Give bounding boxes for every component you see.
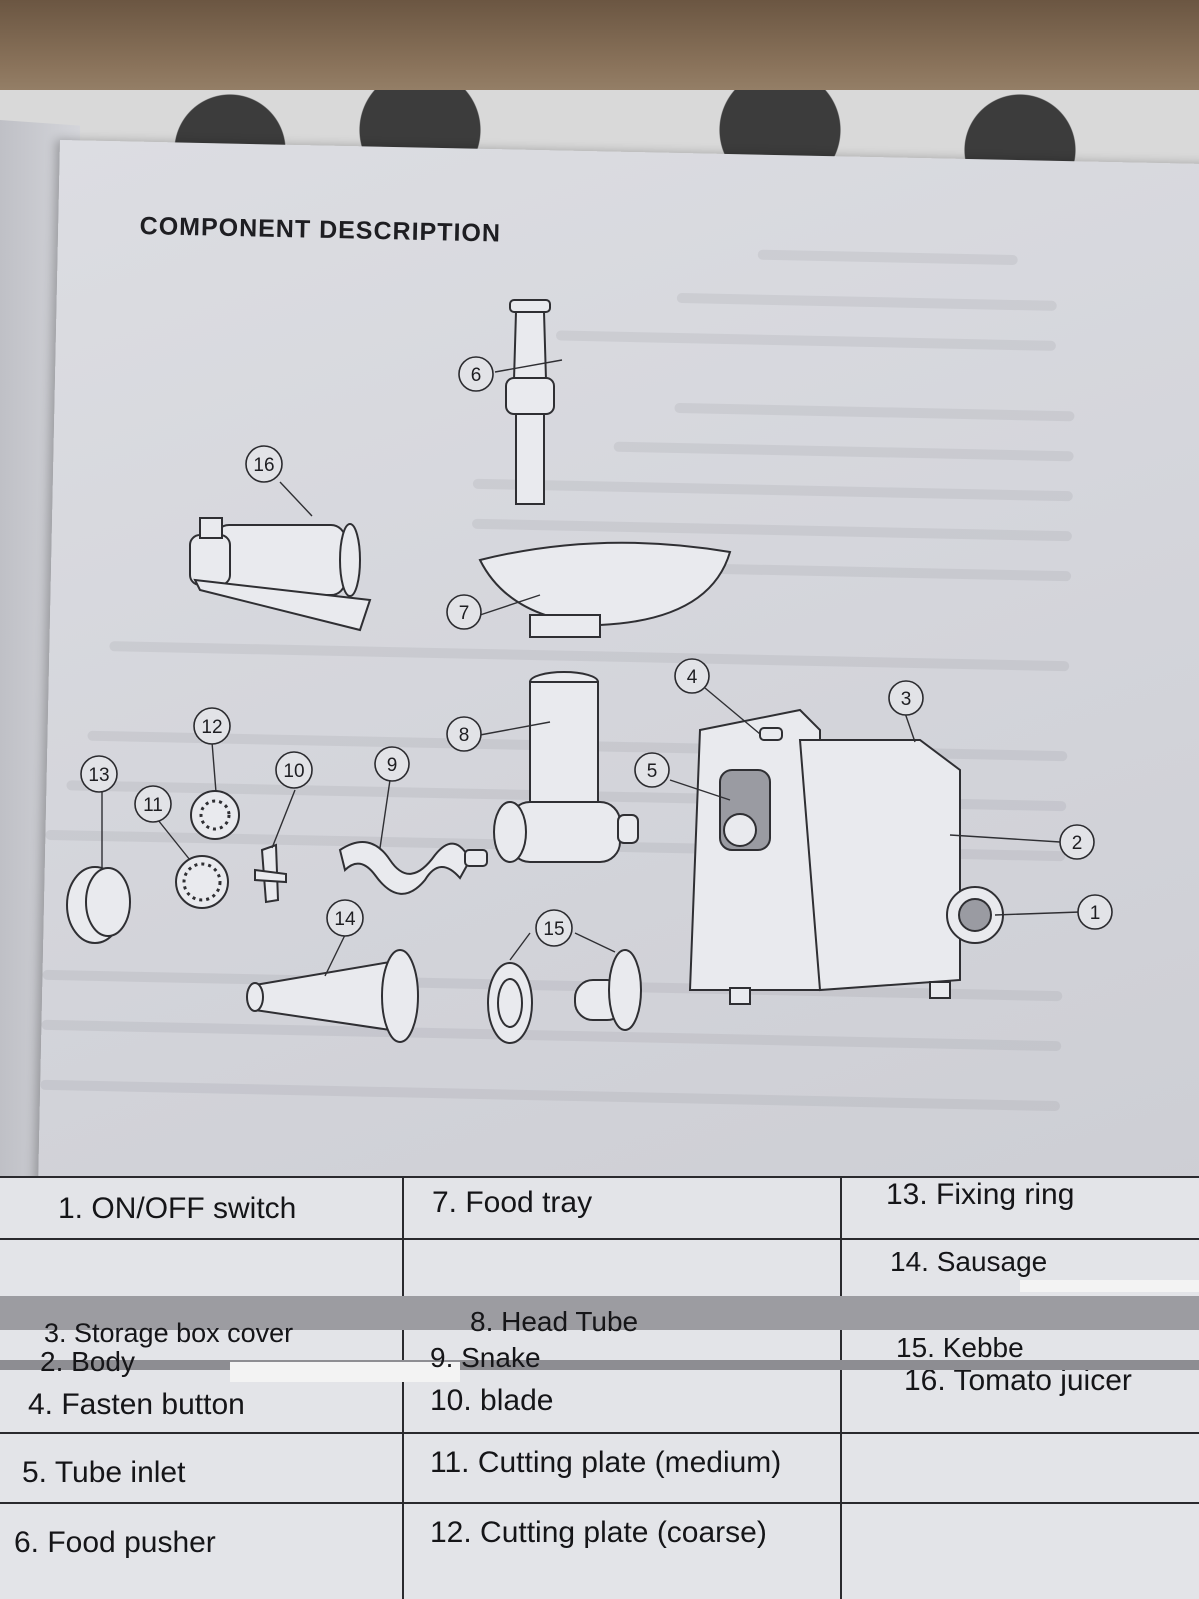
callout-8: 8	[446, 716, 482, 752]
exploded-parts-diagram: 1 2 3 4 5 6 7 8	[40, 290, 1180, 1080]
food-pusher-drawing	[505, 299, 555, 505]
svg-text:11: 11	[143, 795, 163, 816]
callout-7: 7	[446, 594, 482, 630]
callout-13: 13	[80, 755, 118, 793]
component-11: 11. Cutting plate (medium)	[430, 1446, 782, 1479]
head-tube-drawing	[493, 671, 639, 863]
svg-text:16: 16	[253, 455, 274, 476]
blade-drawing	[254, 843, 287, 904]
component-14: 14. Sausage	[890, 1246, 1048, 1277]
component-9: 9. Snake	[430, 1342, 541, 1373]
kebbe-attachment-drawing	[487, 949, 642, 1044]
diagram-svg: 1 2 3 4 5 6 7 8	[66, 299, 1113, 1044]
fixing-ring-drawing	[66, 866, 131, 944]
callout-6: 6	[458, 356, 494, 392]
callout-10: 10	[275, 751, 313, 789]
svg-text:12: 12	[201, 717, 222, 738]
svg-text:7: 7	[459, 603, 470, 624]
component-5: 5. Tube inlet	[22, 1456, 186, 1489]
sausage-nozzle-drawing	[246, 949, 419, 1043]
glitch-white-strip	[1020, 1280, 1199, 1292]
component-7: 7. Food tray	[432, 1186, 593, 1219]
component-2: 2. Body	[40, 1346, 135, 1377]
component-13: 13. Fixing ring	[886, 1178, 1075, 1211]
snake-auger-drawing	[338, 841, 488, 895]
svg-text:5: 5	[647, 761, 658, 782]
callout-3: 3	[888, 680, 924, 716]
grinder-body-drawing	[688, 708, 1004, 1005]
callout-14: 14	[326, 899, 364, 937]
tomato-juicer-drawing	[189, 517, 372, 632]
callout-12: 12	[193, 707, 231, 745]
svg-text:3: 3	[901, 689, 912, 710]
svg-text:6: 6	[471, 365, 482, 386]
callout-4: 4	[674, 658, 710, 694]
cutting-plate-coarse-drawing	[190, 790, 240, 840]
component-3: 3. Storage box cover	[44, 1318, 294, 1348]
svg-text:4: 4	[687, 667, 698, 688]
image-glitch-band	[0, 1296, 1199, 1330]
component-10: 10. blade	[430, 1384, 554, 1417]
component-table: 1. ON/OFF switch 4. Fasten button 5. Tub…	[0, 1176, 1199, 1599]
svg-text:2: 2	[1072, 833, 1083, 854]
callout-16: 16	[245, 445, 283, 483]
svg-text:10: 10	[283, 761, 304, 782]
callout-11: 11	[134, 785, 172, 823]
svg-text:15: 15	[543, 919, 564, 940]
svg-text:9: 9	[387, 755, 398, 776]
callout-1: 1	[1077, 894, 1113, 930]
glitch-gray-strip	[0, 1360, 1199, 1370]
component-6: 6. Food pusher	[14, 1526, 216, 1559]
callout-15: 15	[535, 909, 573, 947]
component-12: 12. Cutting plate (coarse)	[430, 1516, 767, 1549]
svg-text:8: 8	[459, 725, 470, 746]
cutting-plate-medium-drawing	[175, 855, 229, 909]
food-tray-drawing	[478, 541, 732, 638]
svg-text:1: 1	[1090, 903, 1101, 924]
component-15: 15. Kebbe	[896, 1332, 1024, 1363]
leader-lines	[101, 359, 1081, 977]
callout-5: 5	[634, 752, 670, 788]
svg-text:14: 14	[334, 909, 356, 930]
glitch-white-patch	[230, 1362, 460, 1382]
component-4: 4. Fasten button	[28, 1388, 245, 1421]
component-8: 8. Head Tube	[470, 1306, 639, 1337]
component-1: 1. ON/OFF switch	[58, 1192, 297, 1225]
callout-2: 2	[1059, 824, 1095, 860]
callout-9: 9	[374, 746, 410, 782]
svg-text:13: 13	[88, 765, 109, 786]
